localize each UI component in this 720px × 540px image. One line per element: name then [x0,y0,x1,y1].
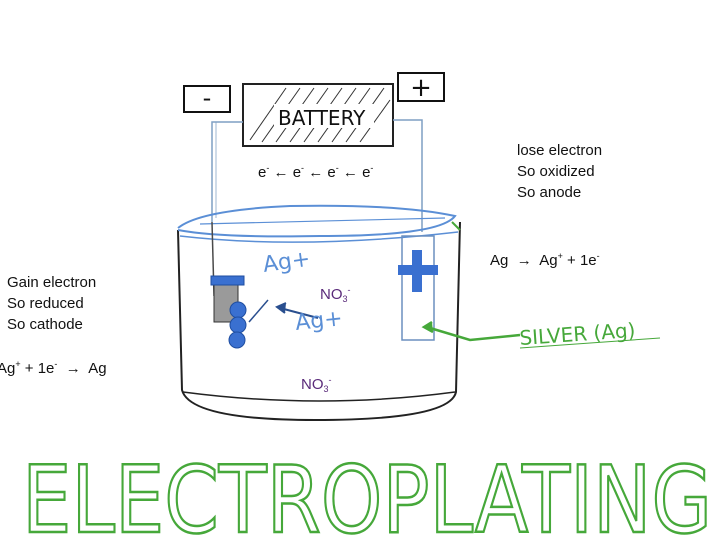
water-surface [177,204,457,238]
positive-terminal-sign: + [410,73,432,103]
left-arrow-icon: ← [308,164,324,181]
beaker [177,204,461,422]
electron-flow: e- ← e- ← e- ← e- [258,162,373,183]
electron: e- [258,163,270,182]
negative-terminal-box [183,85,231,113]
right-wire [393,119,423,232]
silver-deposit [228,331,246,349]
ion-migration-arrow [248,299,319,323]
battery-body [242,83,394,147]
anode-body [401,235,435,341]
right-arrow-icon: → [61,360,85,377]
right-arrow-icon: → [512,252,536,269]
silver-pointer-arrow [421,221,521,342]
cathode-note: Gain electron So reduced So cathode [7,272,96,335]
anode-note-line: So anode [517,184,582,201]
beaker-outline [177,221,461,422]
positive-terminal-box [397,72,445,102]
silver-underline [519,337,661,349]
left-wire [211,121,243,222]
circuit-wires [211,119,423,232]
battery-label: BATTERY [278,106,366,130]
anode-plus-horizontal [398,265,438,275]
anode-reaction: Ag → Ag+ + 1e- [490,251,600,270]
ag-ion-label-top: Ag+ [261,247,311,278]
cathode-note-line: So cathode [7,316,83,333]
silver-deposit [229,301,247,319]
negative-terminal-sign: - [202,84,212,112]
electron: e- [327,163,339,182]
anode-electrode [398,235,438,341]
battery-hatching [249,87,391,143]
cathode-note-line: Gain electron [7,274,97,291]
cathode-note-line: So reduced [7,295,84,312]
electron: e- [292,163,305,182]
cathode-electrode [210,221,247,349]
anode-note-line: So oxidized [517,163,595,180]
nitrate-ion-upper: NO3- [320,285,351,304]
cathode-reaction: Ag+ + 1e- → Ag [0,359,107,378]
left-arrow-icon: ← [273,164,289,181]
silver-label: SILVER (Ag) [519,318,636,350]
silver-deposit [229,316,247,334]
cathode-minus-sign [210,275,245,286]
ag-ion-label-bottom: Ag+ [294,306,344,336]
nitrate-ion-lower: NO3- [301,375,332,394]
battery-label-bg [274,104,374,128]
left-arrow-icon: ← [342,164,358,181]
electron: e- [362,163,374,182]
page-title: ELECTROPLATING [22,446,712,540]
anode-note-line: lose electron [517,142,603,159]
battery: BATTERY [183,72,445,147]
anode-note: lose electron So oxidized So anode [517,140,602,203]
